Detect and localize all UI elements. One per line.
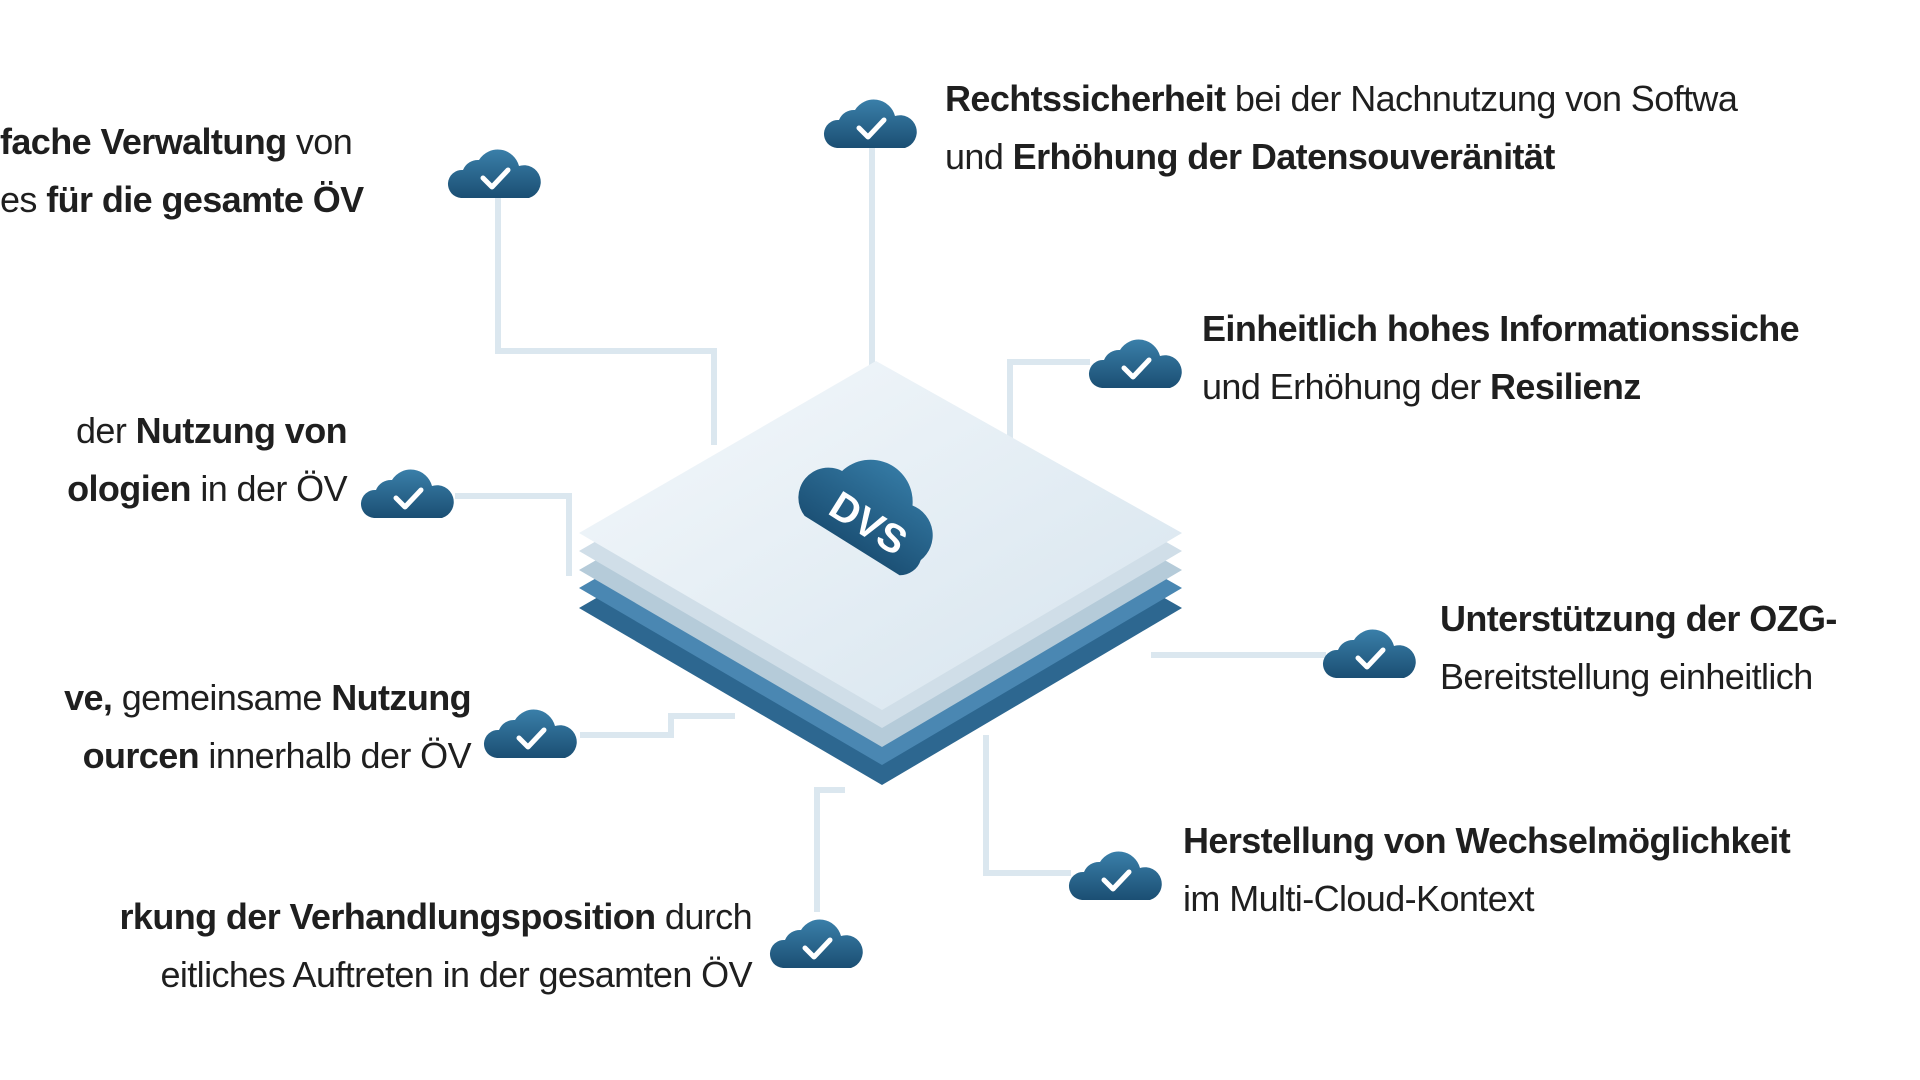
cloud-check-icon [823, 90, 919, 152]
connector-verhandlung [814, 787, 845, 912]
bold-text: Erhöhung der Datensouveränität [1012, 136, 1556, 177]
connector-wechsel [983, 735, 1071, 876]
benefit-line: eitliches Auftreten in der gesamten ÖV [119, 946, 752, 1004]
bold-text: für die gesamte ÖV [46, 179, 364, 220]
benefit-line: ourcen innerhalb der ÖV [64, 727, 472, 785]
benefit-line: und Erhöhung der Datensouveränität [945, 128, 1737, 186]
bold-text: Einheitlich hohes Informationssiche [1202, 308, 1800, 349]
benefit-text-wechsel: Herstellung von Wechselmöglichkeit im Mul… [1183, 812, 1791, 928]
benefit-line: rkung der Verhandlungsposition durch [119, 888, 752, 946]
text: von [286, 121, 353, 162]
benefit-line: Unterstützung der OZG- [1440, 590, 1837, 648]
connector-technologien [455, 493, 572, 576]
text: gemeinsame [112, 677, 332, 718]
bold-text: Nutzung [331, 677, 471, 718]
benefit-line: Einheitlich hohes Informationssiche [1202, 300, 1800, 358]
bold-text: fache Verwaltung [0, 121, 287, 162]
benefit-line: ologien in der ÖV [67, 460, 347, 518]
text: durch [655, 896, 753, 937]
benefit-line: es für die gesamte ÖV [0, 171, 364, 229]
benefit-line: ve, gemeinsame Nutzung [64, 669, 472, 727]
text: und Erhöhung der [1202, 366, 1491, 407]
cloud-check-icon [360, 460, 456, 522]
cloud-check-icon [769, 910, 865, 972]
bold-text: ologien [67, 468, 191, 509]
connector-informationssicherheit [1007, 359, 1090, 445]
benefit-line: und Erhöhung der Resilienz [1202, 358, 1799, 416]
text: der [76, 410, 136, 451]
benefit-line: der Nutzung von [67, 402, 348, 460]
text: und [945, 136, 1013, 177]
bold-text: ve, [64, 677, 113, 718]
connector-ressourcen [580, 713, 735, 738]
cloud-check-icon [447, 140, 543, 202]
text: eitliches Auftreten in der gesamten ÖV [160, 954, 752, 995]
bold-text: Resilienz [1490, 366, 1641, 407]
cloud-check-icon [1322, 620, 1418, 682]
benefit-text-rechtssicherheit: Rechtssicherheit bei der Nachnutzung von… [945, 70, 1738, 186]
text: im Multi-Cloud-Kontext [1183, 878, 1535, 919]
bold-text: ourcen [82, 735, 200, 776]
cloud-check-icon [1068, 842, 1164, 904]
text: bei der Nachnutzung von Softwa [1225, 78, 1738, 119]
benefit-line: Rechtssicherheit bei der Nachnutzung von… [945, 70, 1738, 128]
cloud-check-icon [483, 700, 579, 762]
benefit-text-verhandlung: rkung der Verhandlungsposition durch eitl… [119, 888, 752, 1004]
text: innerhalb der ÖV [199, 735, 471, 776]
benefit-line: Herstellung von Wechselmöglichkeit [1183, 812, 1791, 870]
bold-text: Rechtssicherheit [945, 78, 1226, 119]
text: Bereitstellung einheitlich [1440, 656, 1813, 697]
bold-text: Nutzung von [135, 410, 348, 451]
connector-verwaltung [495, 196, 717, 445]
benefit-text-ozg: Unterstützung der OZG- Bereitstellung ein… [1440, 590, 1837, 706]
cloud-check-icon [1088, 330, 1184, 392]
benefit-line: Bereitstellung einheitlich [1440, 648, 1837, 706]
bold-text: Unterstützung der OZG- [1440, 598, 1837, 639]
benefit-line: fache Verwaltung von [0, 113, 364, 171]
benefit-line: im Multi-Cloud-Kontext [1183, 870, 1790, 928]
text: in der ÖV [190, 468, 347, 509]
bold-text: rkung der Verhandlungsposition [119, 896, 656, 937]
bold-text: Herstellung von Wechselmöglichkeit [1183, 820, 1791, 861]
text: es [0, 179, 47, 220]
benefit-text-informationssicherheit: Einheitlich hohes Informationssiche und E… [1202, 300, 1800, 416]
